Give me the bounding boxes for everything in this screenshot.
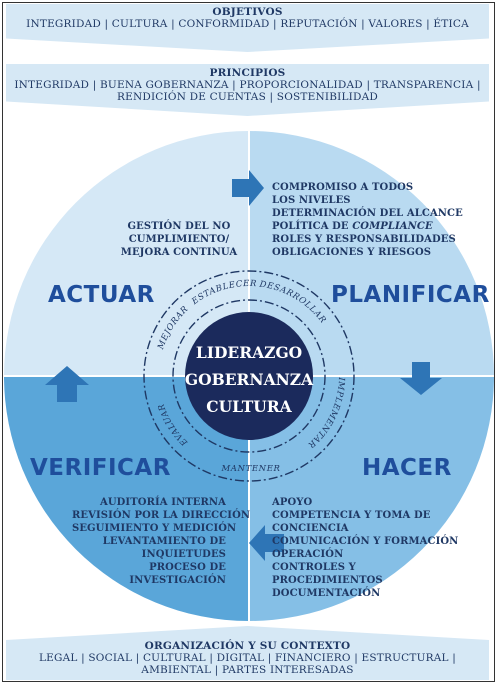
hacer-item: PROCEDIMIENTOS — [272, 575, 383, 586]
principios-list-line1: INTEGRIDAD | BUENA GOBERNANZA | PROPORCI… — [14, 79, 481, 91]
hacer-item: APOYO — [272, 497, 313, 508]
phase-planificar: PLANIFICAR — [331, 282, 490, 308]
center-label-liderazgo: LIDERAZGO — [196, 343, 302, 362]
planificar-items: COMPROMISO A TODOS LOS NIVELES DETERMINA… — [272, 181, 463, 259]
actuar-items: GESTIÓN DEL NO CUMPLIMIENTO/ MEJORA CONT… — [120, 220, 238, 259]
contexto-list-line1: LEGAL | SOCIAL | CULTURAL | DIGITAL | FI… — [39, 652, 456, 664]
actuar-item: GESTIÓN DEL NO — [127, 221, 231, 232]
arrow-up-icon — [45, 366, 89, 402]
planificar-item: COMPROMISO A TODOS — [272, 182, 414, 193]
verificar-item: SEGUIMIENTO Y MEDICIÓN — [72, 523, 237, 534]
hacer-item: COMUNICACIÓN Y FORMACIÓN — [272, 536, 459, 547]
planificar-item-compliance: COMPLIANCE — [352, 221, 433, 232]
inner-dashed-ring — [172, 299, 326, 453]
phase-hacer: HACER — [362, 455, 452, 481]
actuar-item: CUMPLIMIENTO/ — [128, 234, 230, 245]
principios-title: PRINCIPIOS — [209, 67, 286, 79]
hacer-item: OPERACIÓN — [272, 549, 344, 560]
contexto-title: ORGANIZACIÓN Y SU CONTEXTO — [144, 640, 351, 652]
planificar-item: DETERMINACIÓN DEL ALCANCE — [272, 208, 463, 219]
verificar-item: REVISIÓN POR LA DIRECCIÓN — [72, 510, 251, 521]
arrow-left-icon — [249, 525, 284, 561]
actuar-item: MEJORA CONTINUA — [120, 247, 238, 258]
phase-actuar: ACTUAR — [48, 282, 155, 308]
verificar-item: INVESTIGACIÓN — [129, 575, 226, 586]
center-disc — [185, 312, 313, 440]
planificar-item-prefix: POLÍTICA DE — [272, 221, 353, 232]
planificar-item: ROLES Y RESPONSABILIDADES — [272, 234, 456, 245]
center-label-cultura: CULTURA — [206, 397, 292, 416]
arrow-right-icon — [232, 170, 264, 206]
hacer-items: APOYO COMPETENCIA Y TOMA DE CONCIENCIA C… — [272, 496, 458, 600]
verificar-item: PROCESO DE — [149, 562, 226, 573]
ring-label-mantener: MANTENER — [221, 464, 281, 474]
hacer-item: CONCIENCIA — [272, 523, 349, 534]
verificar-item: AUDITORÍA INTERNA — [99, 497, 226, 508]
verificar-item: INQUIETUDES — [141, 549, 226, 560]
planificar-item: POLÍTICA DE COMPLIANCE — [272, 220, 463, 233]
objetivos-title: OBJETIVOS — [212, 6, 283, 18]
hacer-item: DOCUMENTACIÓN — [272, 588, 381, 599]
planificar-item: OBLIGACIONES Y RIESGOS — [272, 247, 432, 258]
center-label-gobernanza: GOBERNANZA — [185, 370, 314, 389]
principios-list-line2: RENDICIÓN DE CUENTAS | SOSTENIBILIDAD — [116, 91, 378, 103]
arrow-down-icon — [400, 362, 442, 395]
planificar-item: LOS NIVELES — [272, 195, 351, 206]
verificar-item: LEVANTAMIENTO DE — [102, 536, 226, 547]
objetivos-list: INTEGRIDAD | CULTURA | CONFORMIDAD | REP… — [26, 18, 469, 30]
verificar-items: AUDITORÍA INTERNA REVISIÓN POR LA DIRECC… — [72, 496, 251, 587]
contexto-list-line2: AMBIENTAL | PARTES INTERESADAS — [141, 664, 354, 676]
hacer-item: CONTROLES Y — [272, 562, 356, 573]
hacer-item: COMPETENCIA Y TOMA DE — [272, 510, 431, 521]
phase-verificar: VERIFICAR — [30, 455, 171, 481]
outer-dashed-ring — [143, 270, 355, 482]
